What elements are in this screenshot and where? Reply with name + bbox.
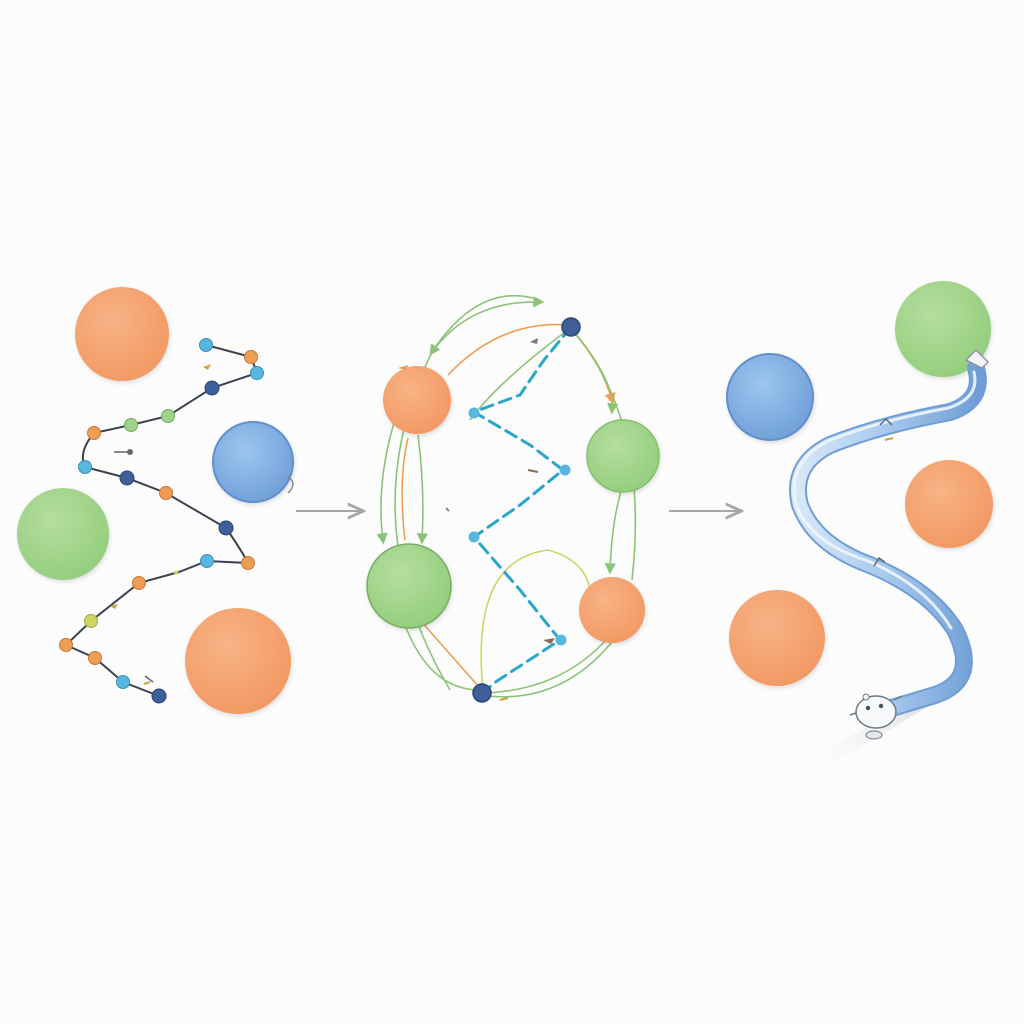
chain-node — [218, 520, 234, 536]
green-node-right — [586, 419, 660, 493]
dark-node-top — [561, 317, 581, 337]
chain-node — [59, 638, 73, 652]
chain-node — [116, 675, 130, 689]
blue-circle — [726, 353, 814, 441]
decorative-flecks — [110, 364, 211, 685]
chain-nodes — [59, 338, 264, 704]
chain-node — [199, 338, 213, 352]
chain-node — [161, 409, 175, 423]
orange-circle-bottom — [185, 608, 291, 714]
chain-node — [159, 486, 173, 500]
blue-circle — [212, 421, 294, 503]
panel-graph-network — [366, 294, 660, 703]
orange-circle-bottom — [729, 590, 825, 686]
chain-node — [87, 426, 101, 440]
tube-marker — [873, 556, 886, 567]
tube-path — [791, 361, 985, 717]
orange-circle-right — [905, 460, 993, 548]
tube-end-cap — [964, 348, 990, 369]
green-circle — [17, 488, 109, 580]
chain-node — [241, 556, 255, 570]
tube-highlight — [792, 370, 977, 630]
waypoint-node — [468, 531, 480, 543]
decorative-fleck — [884, 437, 894, 441]
chain-node — [119, 470, 135, 486]
dark-node-bottom — [472, 683, 492, 703]
chain-node — [200, 554, 214, 568]
chain-node — [250, 366, 264, 380]
orange-node-top-left — [383, 366, 451, 434]
chain-node — [244, 350, 258, 364]
dashed-zigzag-path — [470, 325, 573, 695]
green-node-bottom-left — [366, 543, 452, 629]
robot-icon — [849, 693, 903, 740]
chain-node — [204, 380, 220, 396]
chain-node — [84, 614, 98, 628]
panel-scattered-chain — [17, 287, 294, 714]
tube-marker — [879, 417, 893, 426]
waypoint-node — [555, 634, 567, 646]
green-circle — [895, 281, 991, 377]
chain-node — [132, 576, 146, 590]
decorative-flecks — [398, 338, 555, 701]
orange-circle-top — [75, 287, 169, 381]
waypoint-node — [468, 407, 480, 419]
panel-smooth-path — [726, 281, 993, 760]
chain-node — [151, 688, 167, 704]
chain-node — [78, 460, 92, 474]
blue-circle-handle — [287, 476, 294, 494]
waypoint-node — [559, 464, 571, 476]
chain-node — [124, 418, 138, 432]
orange-node-bottom-right — [579, 577, 645, 643]
chain-node — [88, 651, 102, 665]
